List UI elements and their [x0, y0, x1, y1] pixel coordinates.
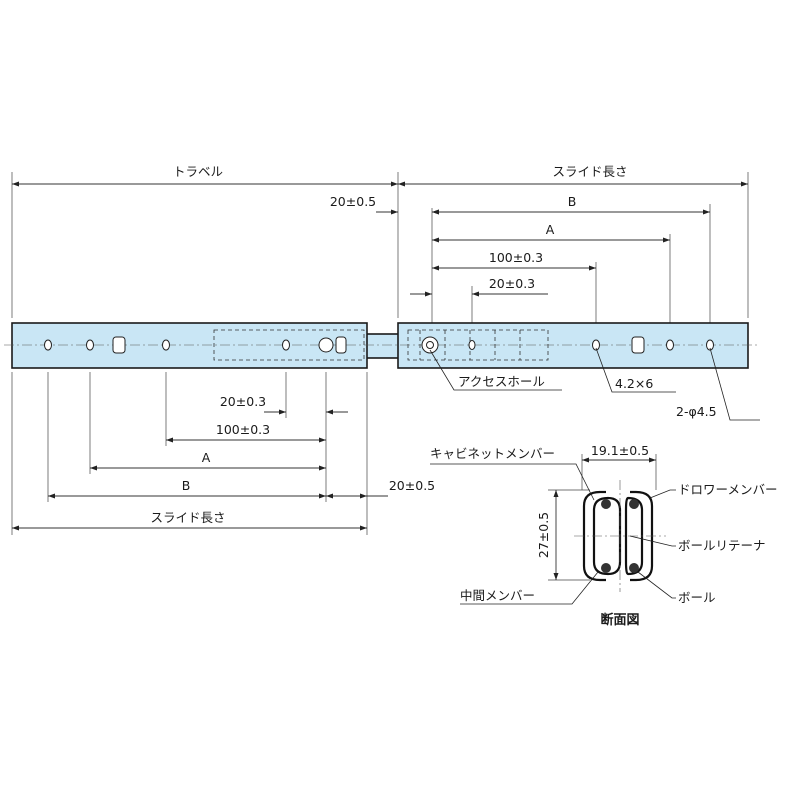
cabinet-member-label: キャビネットメンバー	[430, 446, 555, 461]
bottom-20-05-label: 20±0.5	[389, 478, 435, 493]
drawer-member-profile	[630, 490, 654, 582]
slot	[335, 336, 347, 354]
ball	[601, 563, 611, 573]
intermediate-member-label: 中間メンバー	[460, 588, 535, 603]
callouts: アクセスホール 4.2×6 2-φ4.5	[429, 347, 760, 421]
hole-42x6-label: 4.2×6	[615, 376, 653, 391]
section-width-label: 19.1±0.5	[591, 443, 649, 458]
cross-section: 19.1±0.5 27±0.5 キャビネットメンバー ドロワーメンバー ボールリ…	[430, 443, 778, 628]
hole-phi45-label: 2-φ4.5	[676, 404, 717, 419]
bottom-20-03-label: 20±0.3	[220, 394, 266, 409]
top-100-label: 100±0.3	[489, 250, 543, 265]
drawer-member-label: ドロワーメンバー	[678, 482, 778, 497]
slide-length-top-label: スライド長さ	[552, 164, 627, 179]
top-B-label: B	[568, 194, 577, 209]
top-A-label: A	[546, 222, 555, 237]
hole	[318, 337, 334, 353]
ball-retainer-label: ボールリテーナ	[678, 538, 766, 553]
travel-label: トラベル	[173, 164, 223, 179]
hole	[86, 339, 94, 351]
ball	[629, 563, 639, 573]
access-hole-label: アクセスホール	[458, 374, 545, 389]
drawer-member-body	[397, 322, 749, 369]
top-20-05-label: 20±0.5	[330, 194, 376, 209]
slide-length-bottom-label: スライド長さ	[150, 510, 225, 525]
hole	[162, 339, 170, 351]
hole	[468, 340, 476, 350]
section-title: 断面図	[600, 612, 639, 628]
slot	[112, 336, 126, 354]
section-height-label: 27±0.5	[536, 512, 551, 558]
ball	[601, 499, 611, 509]
hole	[592, 339, 600, 351]
top-dimensions: トラベル スライド長さ 20±0.5 B A 100±0.3 20±0.3	[11, 164, 749, 340]
hole	[706, 339, 714, 351]
intermediate-member-profile	[592, 496, 622, 576]
top-20-03-label: 20±0.3	[489, 276, 535, 291]
bottom-A-label: A	[202, 450, 211, 465]
slot	[631, 336, 645, 354]
bottom-100-label: 100±0.3	[216, 422, 270, 437]
hole	[282, 339, 290, 351]
ball	[629, 499, 639, 509]
bottom-B-label: B	[182, 478, 191, 493]
bottom-dimensions: 20±0.3 100±0.3 A B 20±0.5 スライド長さ	[11, 372, 435, 535]
cabinet-member-body	[11, 322, 368, 369]
ball-label: ボール	[678, 590, 716, 605]
hole	[666, 339, 674, 351]
hole	[44, 339, 52, 351]
rail-assembly	[4, 322, 760, 369]
